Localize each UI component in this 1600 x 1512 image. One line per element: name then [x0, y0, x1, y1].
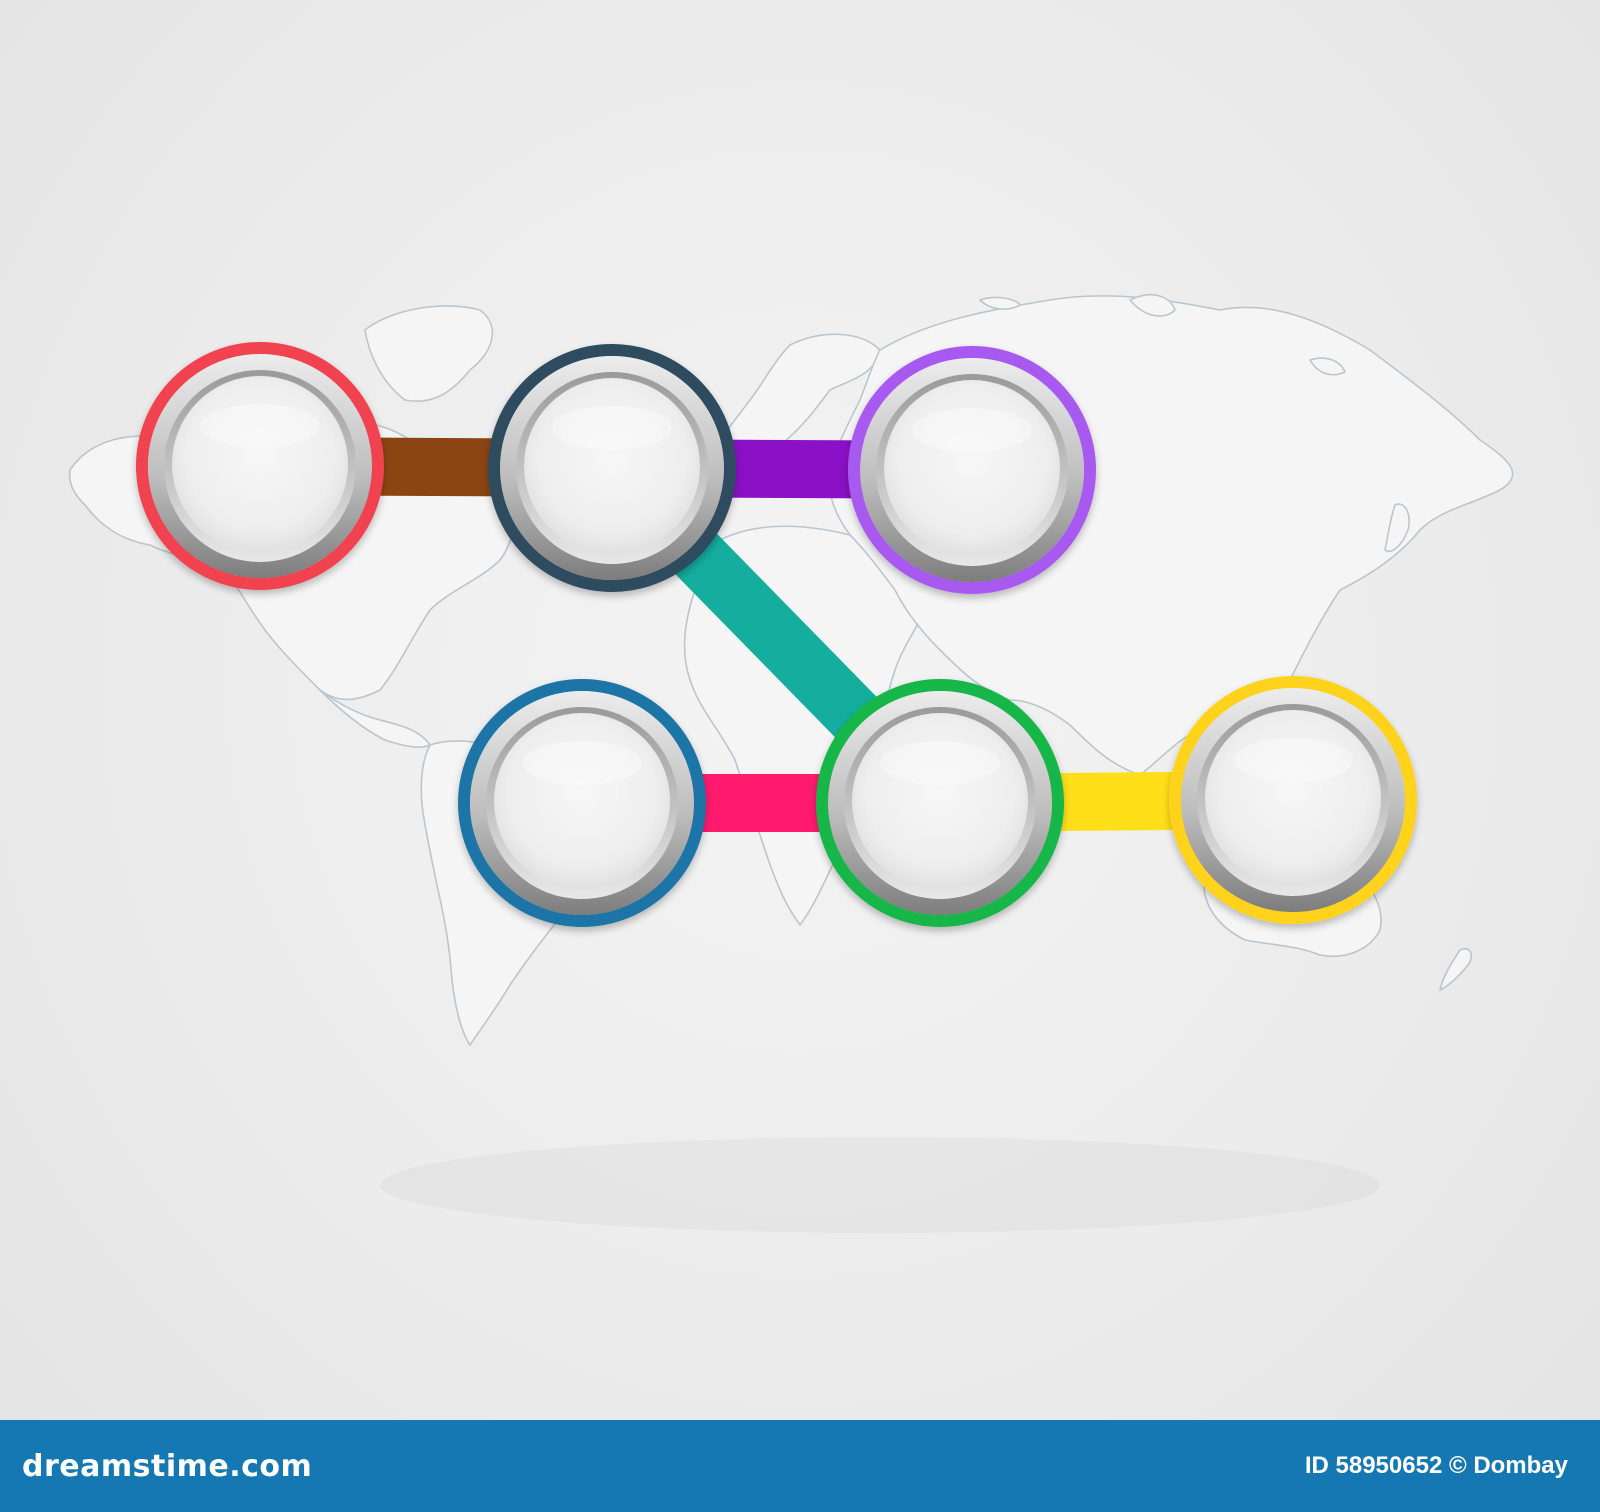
node-yellow[interactable] [1169, 676, 1417, 924]
node-violet-highlight [912, 408, 1032, 452]
map-arctic-island-3 [1309, 357, 1346, 376]
node-blue[interactable] [458, 679, 706, 927]
diagram-graphic [136, 342, 1417, 927]
node-violet-face [884, 380, 1060, 556]
node-navy-ring [488, 344, 736, 592]
footer-bar: dreamstime.com ID 58950652 © Dombay [0, 1420, 1600, 1512]
node-yellow-ring [1169, 676, 1417, 924]
node-blue-ring [458, 679, 706, 927]
brand-link[interactable]: dreamstime.com [22, 1448, 313, 1484]
node-green-highlight [880, 741, 1000, 785]
map-new-zealand [1439, 947, 1472, 991]
node-navy[interactable] [488, 344, 736, 592]
node-violet[interactable] [848, 346, 1096, 594]
node-red-face [172, 376, 348, 552]
node-green-ring [816, 679, 1064, 927]
node-yellow-face [1205, 710, 1381, 886]
node-blue-face [494, 713, 670, 889]
node-violet-ring [848, 346, 1096, 594]
node-red-ring [136, 342, 384, 590]
node-blue-highlight [522, 741, 642, 785]
map-arctic-island-2 [979, 296, 1021, 310]
node-navy-highlight [552, 406, 672, 450]
node-green[interactable] [816, 679, 1064, 927]
floor-shadow [380, 1137, 1380, 1233]
map-arctic-island-1 [1129, 294, 1176, 317]
node-red[interactable] [136, 342, 384, 590]
map-japan [1384, 503, 1410, 552]
node-red-highlight [200, 404, 320, 448]
map-greenland [364, 305, 494, 402]
node-yellow-highlight [1233, 738, 1353, 782]
image-credit: ID 58950652 © Dombay [1304, 1452, 1568, 1479]
node-green-face [852, 713, 1028, 889]
diagram-canvas [68, 294, 1514, 1233]
node-navy-face [524, 378, 700, 554]
